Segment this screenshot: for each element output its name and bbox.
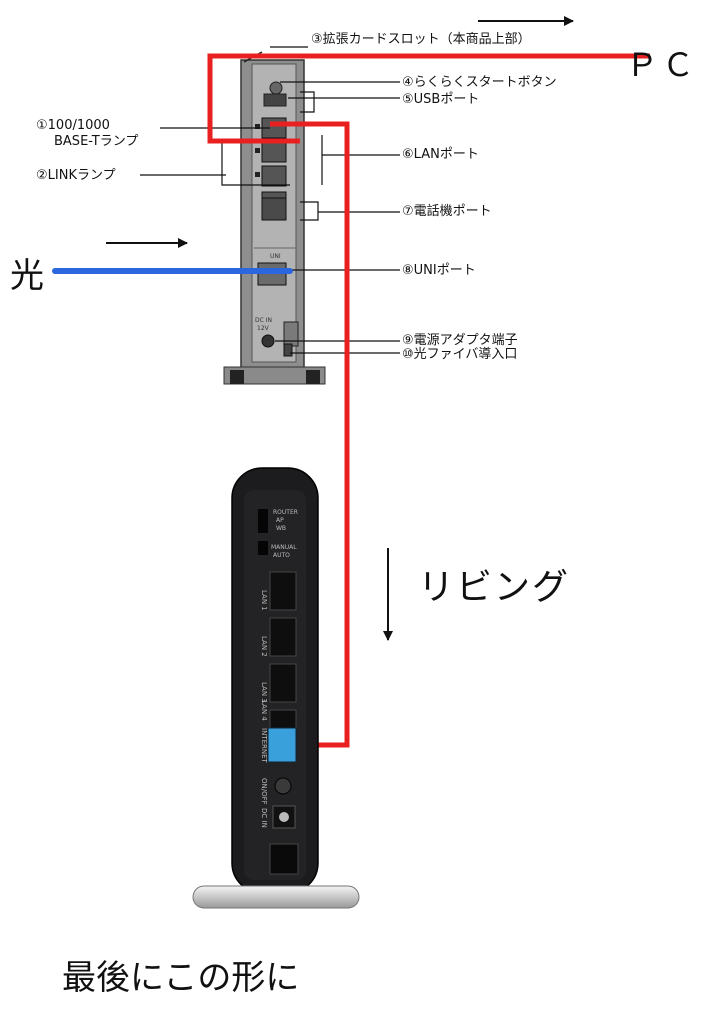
fiber-label: 光 [10,256,44,296]
lamp-led [255,124,260,129]
dcin-label: DC IN [260,808,268,828]
callout-lamp-speed: ①100/1000 [36,118,110,133]
lamp-led [255,148,260,153]
callout-tel-port: ⑦電話機ポート [402,204,492,219]
internet-port[interactable] [267,727,297,763]
switch-label-auto: AUTO [273,552,290,559]
uni-panel-label: UNI [270,253,281,260]
callout-lamp-speed-2: BASE-Tランプ [54,134,139,149]
switch-label-wb: WB [276,525,286,532]
dcin-volt-label: 12V [257,325,270,332]
pc-cable [207,53,650,144]
lan-port-1[interactable] [269,571,297,611]
switch-label-ap: AP [276,517,284,524]
callout-lan-port: ⑥LANポート [402,147,479,162]
living-label: リビング [418,567,571,608]
bottom-device: ROUTER AP WB MANUAL AUTO LAN 1 LAN 2 LAN… [192,467,360,909]
port-label-lan1: LAN 1 [260,590,268,611]
dcin-panel-label: DC IN [255,317,272,324]
callout-link-lamp: ②LINKランプ [36,168,116,183]
callout-easy-start-button: ④らくらくスタートボタン [402,75,557,90]
callout-power-terminal: ⑨電源アダプタ端子 [402,333,518,348]
switch-label-router: ROUTER [273,509,298,516]
usb-port[interactable] [263,93,287,107]
lan-port-2[interactable] [261,141,287,163]
lan-port-3[interactable] [269,663,297,703]
port-label-lan2: LAN 2 [260,636,268,657]
callout-fiber-inlet: ⑩光ファイバ導入口 [402,347,518,362]
power-jack[interactable] [261,334,275,348]
port-label-lan3: LAN 3 [260,682,268,703]
mode-switch[interactable] [258,509,268,533]
top-device-foot-right [306,370,320,384]
lan-port-3[interactable] [261,165,287,187]
router-stand [192,885,360,909]
port-label-internet: INTERNET [260,728,268,764]
callout-uni-port: ⑧UNIポート [402,263,476,278]
callout-expansion-slot: ③拡張カードスロット（本商品上部） [311,32,531,47]
lamp-led [255,172,260,177]
top-device-foot-left [230,370,244,384]
footer-caption: 最後にこの形に [62,958,300,998]
easy-start-button[interactable] [269,81,283,95]
port-label-lan4: LAN 4 [260,700,268,721]
power-button[interactable] [274,777,292,795]
fiber-inlet [283,321,299,347]
manual-auto-switch[interactable] [258,541,268,555]
pc-label: ＰＣ [626,46,699,84]
lan-port-2[interactable] [269,617,297,657]
lan-port-4[interactable] [269,709,297,731]
switch-label-manual: MANUAL [271,544,297,551]
top-device: UNI DC IN 12V [223,51,326,385]
callout-usb-port: ⑤USBポート [402,92,480,107]
button-label: ON/OFF [260,778,268,805]
